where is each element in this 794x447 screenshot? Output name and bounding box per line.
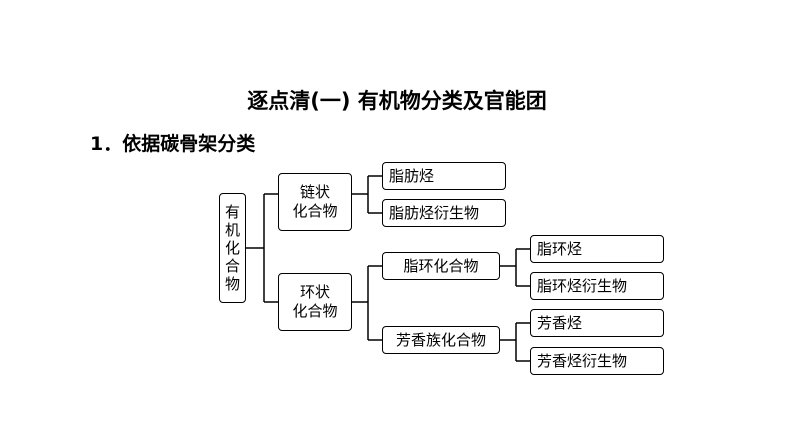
node-aromatic-compound: 芳香族化合物 (382, 326, 500, 354)
node-aromatic-hydrocarbon: 芳香烃 (530, 309, 664, 337)
node-aliphatic-hydrocarbon-label: 脂肪烃 (389, 166, 435, 185)
section-heading: 1．依据碳骨架分类 (90, 133, 256, 155)
node-alicyclic-hydrocarbon: 脂环烃 (530, 235, 664, 263)
node-organic-compound: 有机化合物 (219, 193, 246, 303)
node-aromatic-derivative-label: 芳香烃衍生物 (537, 351, 628, 370)
node-organic-compound-label: 有机化合物 (224, 203, 240, 293)
node-ring-compound: 环状 化合物 (278, 273, 352, 331)
node-aromatic-derivative: 芳香烃衍生物 (530, 347, 664, 375)
page-title: 逐点清(一) 有机物分类及官能团 (247, 89, 547, 113)
node-alicyclic-compound: 脂环化合物 (382, 252, 500, 280)
node-aromatic-compound-label: 芳香族化合物 (395, 330, 486, 349)
node-ring-compound-label: 环状 化合物 (292, 283, 338, 320)
node-aromatic-hydrocarbon-label: 芳香烃 (537, 313, 583, 332)
node-aliphatic-hydrocarbon: 脂肪烃 (382, 162, 506, 190)
node-alicyclic-compound-label: 脂环化合物 (403, 256, 479, 275)
node-alicyclic-derivative-label: 脂环烃衍生物 (537, 276, 628, 295)
node-alicyclic-derivative: 脂环烃衍生物 (530, 272, 664, 300)
node-aliphatic-derivative-label: 脂肪烃衍生物 (389, 203, 480, 222)
node-aliphatic-derivative: 脂肪烃衍生物 (382, 199, 506, 227)
node-chain-compound: 链状 化合物 (278, 173, 352, 231)
node-chain-compound-label: 链状 化合物 (292, 183, 338, 220)
node-alicyclic-hydrocarbon-label: 脂环烃 (537, 239, 583, 258)
